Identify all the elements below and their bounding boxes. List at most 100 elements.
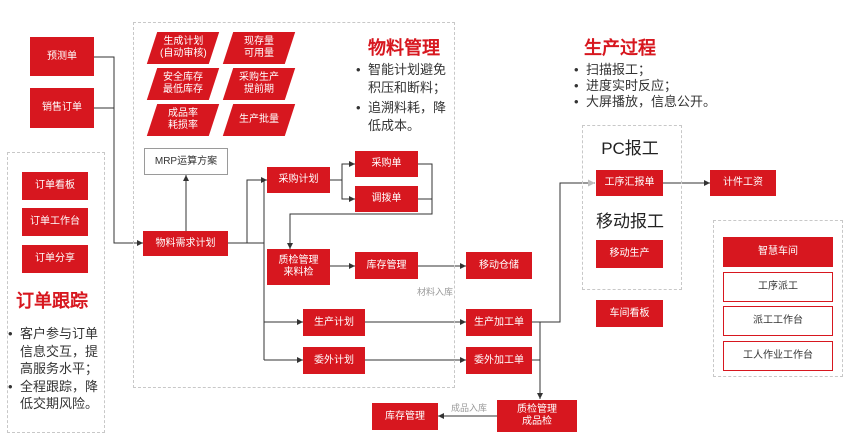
outsourcing-plan-node: 委外计划 xyxy=(303,347,365,374)
purchase-plan-label: 采购计划 xyxy=(278,174,319,185)
finished-receipt-label: 成品入库 xyxy=(451,403,488,413)
process-report-label: 工序汇报单 xyxy=(604,177,655,188)
incoming-qc-line: 质检管理 xyxy=(278,255,319,266)
inventory-node: 库存管理 xyxy=(355,252,418,279)
sales-order-node: 销售订单 xyxy=(30,88,94,128)
factor-line: 采购生产 xyxy=(239,72,279,83)
order-share-node: 订单分享 xyxy=(22,245,88,273)
transfer-order-node: 调拨单 xyxy=(355,186,418,212)
material-management-bullets: 智能计划避免积压和断料； 追溯料耗，降低成本。 xyxy=(356,61,448,137)
worker-workbench-label: 工人作业工作台 xyxy=(743,350,813,361)
mrp-label: 物料需求计划 xyxy=(155,237,216,249)
order-tracking-bullets: 客户参与订单信息交互，提高服务水平； 全程跟踪，降低交期风险。 xyxy=(8,325,100,413)
connector-purchase-order-to-incoming-qc xyxy=(287,163,433,249)
production-plan-node: 生产计划 xyxy=(303,309,365,336)
outsourcing-work-order-node: 委外加工单 xyxy=(466,347,532,374)
forecast-order-label: 预测单 xyxy=(47,50,77,62)
inventory-label: 库存管理 xyxy=(366,259,407,271)
material-management-title: 物料管理 xyxy=(368,38,440,58)
purchase-order-node: 采购单 xyxy=(355,151,418,177)
smart-workshop-panel xyxy=(713,220,843,377)
mobile-production-node: 移动生产 xyxy=(596,240,663,268)
workshop-board-node: 车间看板 xyxy=(596,300,663,327)
factor-line: 安全库存 xyxy=(163,72,203,83)
finished-inventory-label: 库存管理 xyxy=(385,410,425,422)
production-plan-label: 生产计划 xyxy=(314,316,354,328)
connector-work-order-to-process-report xyxy=(532,179,595,323)
factor-line: 耗损率 xyxy=(168,120,198,131)
mrp-factor-yield-rate: 成品率 耗损率 xyxy=(146,104,220,136)
connector-purchase-plan-to-purchase-order xyxy=(330,161,355,181)
mobile-reporting-title: 移动报工 xyxy=(596,212,664,231)
factor-line: 可用量 xyxy=(244,48,274,59)
factor-line: 最低库存 xyxy=(163,84,203,95)
mrp-scheme-node: MRP运算方案 xyxy=(144,148,228,175)
process-dispatch-label: 工序派工 xyxy=(758,281,798,292)
mobile-warehouse-label: 移动仓储 xyxy=(479,259,519,271)
mobile-warehouse-node: 移动仓储 xyxy=(466,252,532,279)
incoming-qc-node: 质检管理 来料检 xyxy=(267,249,330,285)
finished-qc-node: 质检管理 成品检 xyxy=(497,400,577,432)
mrp-factor-plan-generation: 生成计划 (自动审核) xyxy=(146,32,220,64)
order-tracking-panel xyxy=(7,152,105,433)
connector-mrp-to-purchase-plan xyxy=(228,177,267,244)
incoming-qc-line: 来料检 xyxy=(283,267,314,278)
purchase-plan-node: 采购计划 xyxy=(267,167,330,193)
bullet-item: 大屏播放，信息公开。 xyxy=(574,94,716,110)
factor-line: 提前期 xyxy=(244,84,274,95)
worker-workbench-node: 工人作业工作台 xyxy=(723,341,833,371)
bullet-item: 扫描报工； xyxy=(574,62,716,78)
material-receipt-label: 材料入库 xyxy=(417,287,454,297)
purchase-order-label: 采购单 xyxy=(371,158,402,169)
outsourcing-plan-label: 委外计划 xyxy=(314,354,354,366)
transfer-order-label: 调拨单 xyxy=(371,193,402,204)
factor-line: 生成计划 xyxy=(162,36,203,47)
order-board-label: 订单看板 xyxy=(35,180,75,191)
production-work-order-label: 生产加工单 xyxy=(474,316,524,328)
bullet-item: 智能计划避免积压和断料； xyxy=(356,61,448,96)
order-workbench-label: 订单工作台 xyxy=(30,216,80,227)
dispatch-workbench-node: 派工工作台 xyxy=(723,306,833,336)
finished-inventory-node: 库存管理 xyxy=(372,403,438,430)
mrp-factor-lead-time: 采购生产 提前期 xyxy=(222,68,296,100)
order-workbench-node: 订单工作台 xyxy=(22,208,88,236)
order-board-node: 订单看板 xyxy=(22,172,88,200)
factor-line: 生产批量 xyxy=(239,114,279,125)
dispatch-workbench-label: 派工工作台 xyxy=(753,315,803,326)
finished-qc-line: 质检管理 xyxy=(517,404,557,415)
connector-purchase-plan-to-transfer-order xyxy=(341,180,355,202)
piece-wage-label: 计件工资 xyxy=(723,177,763,188)
outsourcing-work-order-label: 委外加工单 xyxy=(474,354,524,366)
mrp-factor-batch-size: 生产批量 xyxy=(222,104,296,136)
reporting-panel xyxy=(582,125,682,290)
production-process-bullets: 扫描报工； 进度实时反应； 大屏播放，信息公开。 xyxy=(574,62,716,110)
mrp-factor-stock-on-hand: 现存量 可用量 xyxy=(222,32,296,64)
finished-qc-line: 成品检 xyxy=(522,416,552,427)
piece-wage-node: 计件工资 xyxy=(710,170,776,196)
bullet-item: 全程跟踪，降低交期风险。 xyxy=(8,378,100,413)
mobile-production-label: 移动生产 xyxy=(609,248,650,259)
mrp-scheme-label: MRP运算方案 xyxy=(154,155,218,167)
mrp-node: 物料需求计划 xyxy=(143,231,228,256)
process-report-node: 工序汇报单 xyxy=(596,170,663,196)
smart-workshop-label: 智慧车间 xyxy=(758,246,798,257)
pc-reporting-title: PC报工 xyxy=(601,139,659,158)
forecast-order-node: 预测单 xyxy=(30,37,94,76)
bullet-item: 进度实时反应； xyxy=(574,78,716,94)
mrp-factor-safety-stock: 安全库存 最低库存 xyxy=(146,68,220,100)
order-share-label: 订单分享 xyxy=(35,253,75,264)
factor-line: 成品率 xyxy=(168,108,198,119)
material-management-panel xyxy=(133,22,455,388)
production-work-order-node: 生产加工单 xyxy=(466,309,532,336)
sales-order-label: 销售订单 xyxy=(42,102,82,113)
factor-line: (自动审核) xyxy=(159,48,207,59)
connector-forecast-to-mrp xyxy=(94,56,143,246)
process-dispatch-node: 工序派工 xyxy=(723,272,833,302)
production-process-title: 生产过程 xyxy=(584,38,656,58)
bullet-item: 追溯料耗，降低成本。 xyxy=(356,99,448,134)
order-tracking-title: 订单跟踪 xyxy=(16,291,88,311)
smart-workshop-node: 智慧车间 xyxy=(723,237,833,267)
factor-line: 现存量 xyxy=(244,36,274,47)
workshop-board-label: 车间看板 xyxy=(609,307,650,319)
